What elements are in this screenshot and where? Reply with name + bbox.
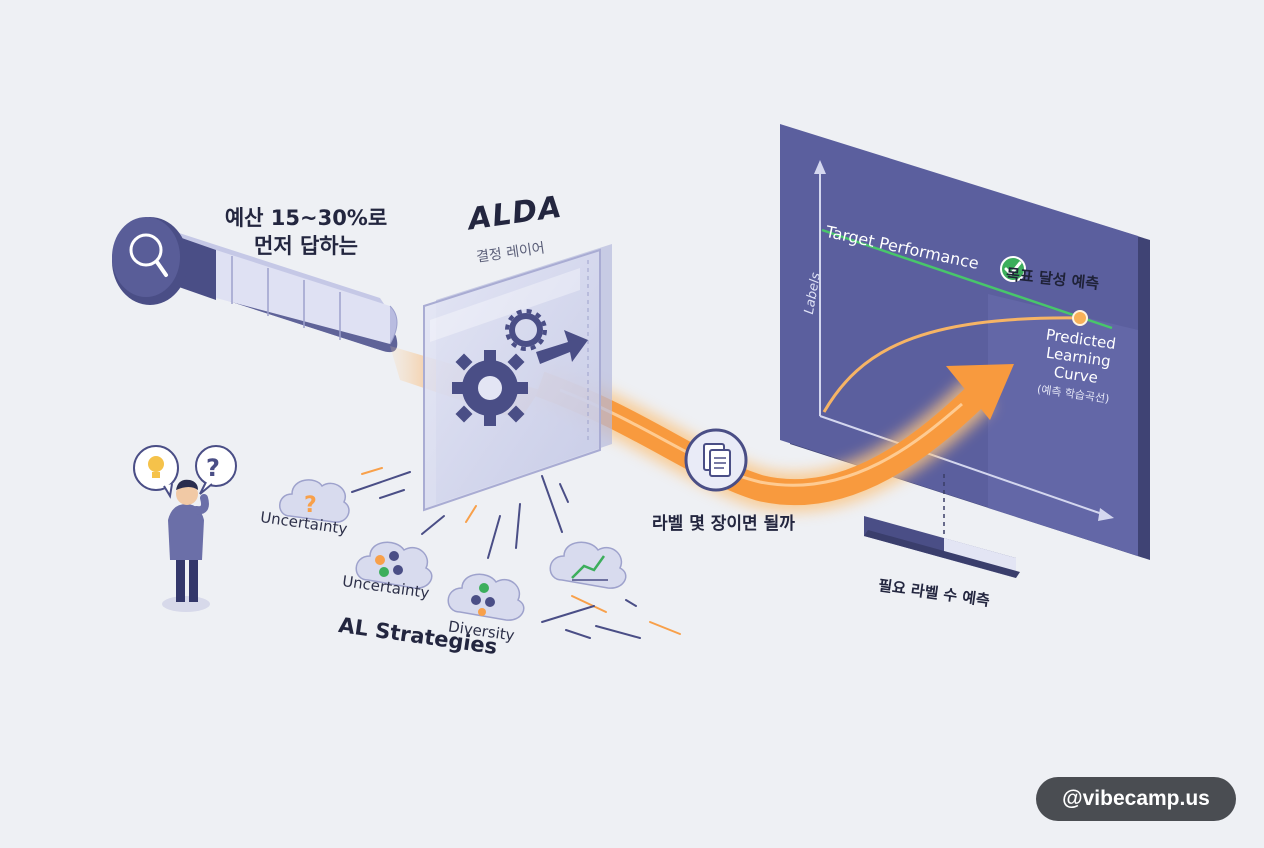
small-gear-icon	[505, 309, 547, 351]
document-stack-icon	[684, 428, 748, 492]
need-label-bar	[864, 516, 1020, 578]
y-axis-arrow	[814, 160, 826, 174]
lightbulb-icon	[133, 445, 179, 499]
magnifier-icon	[112, 217, 188, 305]
streaks	[351, 467, 681, 639]
predicted-learning-curve	[822, 316, 1081, 413]
arrow-icon	[536, 330, 588, 364]
chart-cloud	[549, 541, 627, 589]
x-axis-arrow	[1098, 508, 1114, 521]
question-icon: ?	[195, 445, 237, 495]
predicted-curve-label: Predicted Learning Curve (예측 학습곡선)	[1029, 324, 1124, 409]
budget-gauge	[176, 232, 398, 353]
question-label: 라벨 몇 장이면 될까	[652, 514, 795, 534]
svg-text:?: ?	[304, 493, 317, 518]
budget-title-line1: 예산 15~30%로	[224, 206, 388, 230]
watermark-badge[interactable]: @vibecamp.us	[1036, 777, 1236, 821]
budget-title: 예산 15~30%로 먼저 답하는	[196, 204, 416, 260]
alda-panel	[423, 244, 612, 512]
target-performance-line	[821, 228, 1113, 330]
budget-title-line2: 먼저 답하는	[254, 234, 358, 258]
gear-icon	[452, 350, 528, 426]
diversity-cloud	[447, 573, 525, 621]
person-icon	[162, 479, 210, 612]
check-icon	[1000, 256, 1026, 282]
svg-text:?: ?	[206, 454, 220, 482]
goal-point	[1072, 310, 1088, 326]
x-axis	[819, 415, 1109, 517]
uncertainty-cloud-1: ?	[279, 479, 350, 523]
uncertainty-cloud-2	[355, 541, 433, 589]
